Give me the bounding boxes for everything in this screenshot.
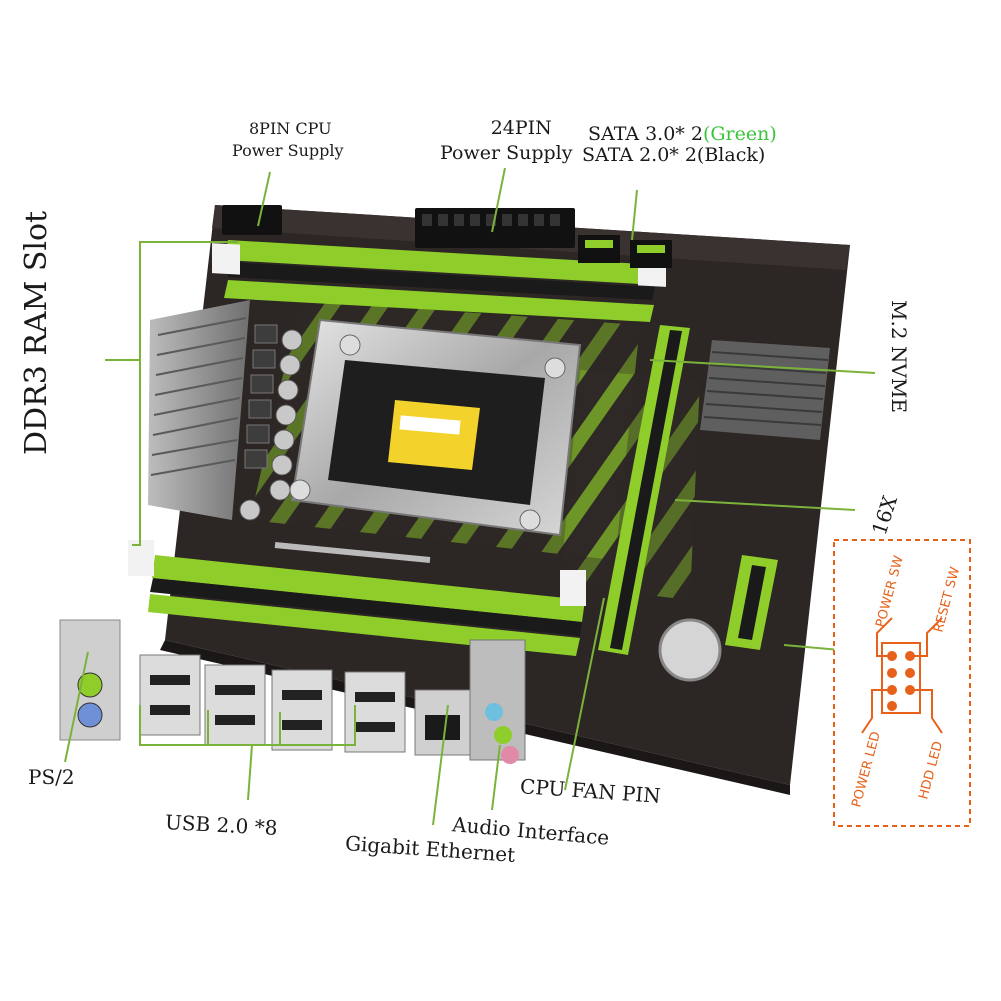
usb-label: USB 2.0 *8	[164, 810, 279, 840]
atx-power-line1: 24PIN	[490, 117, 552, 139]
pcie-slot	[598, 325, 778, 655]
sata3-text: SATA 3.0* 2	[588, 123, 703, 145]
sata3-green-note: (Green)	[702, 123, 777, 145]
chipset-heatsink	[700, 340, 830, 440]
cpu-power-line2: Power Supply	[232, 140, 344, 160]
cpu-power-line1: 8PIN CPU	[249, 119, 332, 138]
atx-power-line2: Power Supply	[440, 141, 573, 164]
front-panel-border	[833, 539, 971, 827]
vrm-heatsink	[148, 300, 303, 521]
cpu-power-label: 8PIN CPU Power Supply	[232, 119, 344, 159]
front-panel-diagram: POWER SW RESET SW POWER LED HDD LED	[833, 539, 971, 827]
cmos-battery	[658, 618, 722, 682]
io-ports	[59, 619, 526, 764]
cpu-socket	[274, 318, 582, 563]
sata3-line: SATA 3.0* 2(Green)	[588, 124, 777, 145]
m2-nvme-label: M.2 NVME	[887, 300, 911, 413]
ddr3-ram-label: DDR3 RAM Slot	[19, 210, 54, 455]
power-connectors	[222, 205, 672, 268]
ps2-label: PS/2	[28, 765, 75, 789]
pin-header	[861, 617, 943, 734]
callout-lines	[64, 167, 876, 826]
atx-power-label: 24PIN Power Supply	[440, 118, 572, 164]
sata2-line: SATA 2.0* 2(Black)	[582, 143, 766, 166]
sata-label: SATA 3.0* 2(Green) SATA 2.0* 2(Black)	[582, 124, 777, 166]
